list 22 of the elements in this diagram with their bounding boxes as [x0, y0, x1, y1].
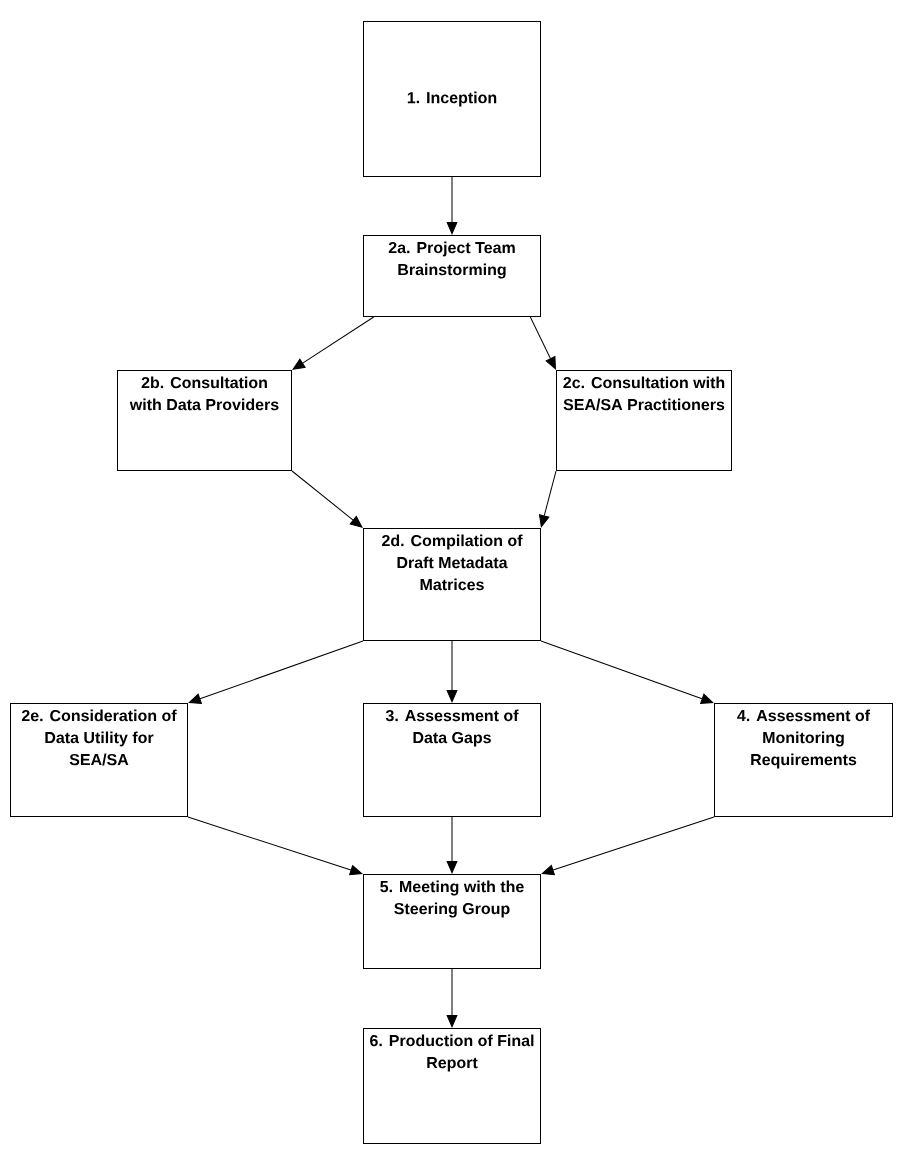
process-box: 1. Inception — [363, 21, 541, 177]
process-box: 2a. Project Team Brainstorming — [363, 235, 541, 317]
process-box: 2e. Consideration of Data Utility for SEA/SA — [10, 703, 188, 817]
arrow — [446, 640, 458, 703]
arrow — [291, 470, 363, 528]
process-box: 3. Assessment of Data Gaps — [363, 703, 541, 817]
process-box: 2b. Consultation with Data Providers — [117, 370, 292, 471]
arrow — [446, 968, 458, 1028]
arrow — [529, 316, 556, 370]
arrow — [446, 816, 458, 874]
process-box: 2d. Compilation of Draft Metadata Matrices — [363, 528, 541, 641]
arrow — [540, 640, 714, 704]
process-box: 5. Meeting with the Steering Group — [363, 874, 541, 969]
process-box: 6. Production of Final Report — [363, 1028, 541, 1144]
process-box: 4. Assessment of Monitoring Requirements — [714, 703, 893, 817]
arrow — [188, 640, 364, 704]
arrow — [538, 470, 557, 528]
arrow — [187, 816, 363, 876]
process-box: 2c. Consultation with SEA/SA Practitioners — [556, 370, 732, 471]
arrow — [541, 816, 715, 876]
arrow — [292, 316, 375, 370]
arrow — [446, 176, 458, 235]
